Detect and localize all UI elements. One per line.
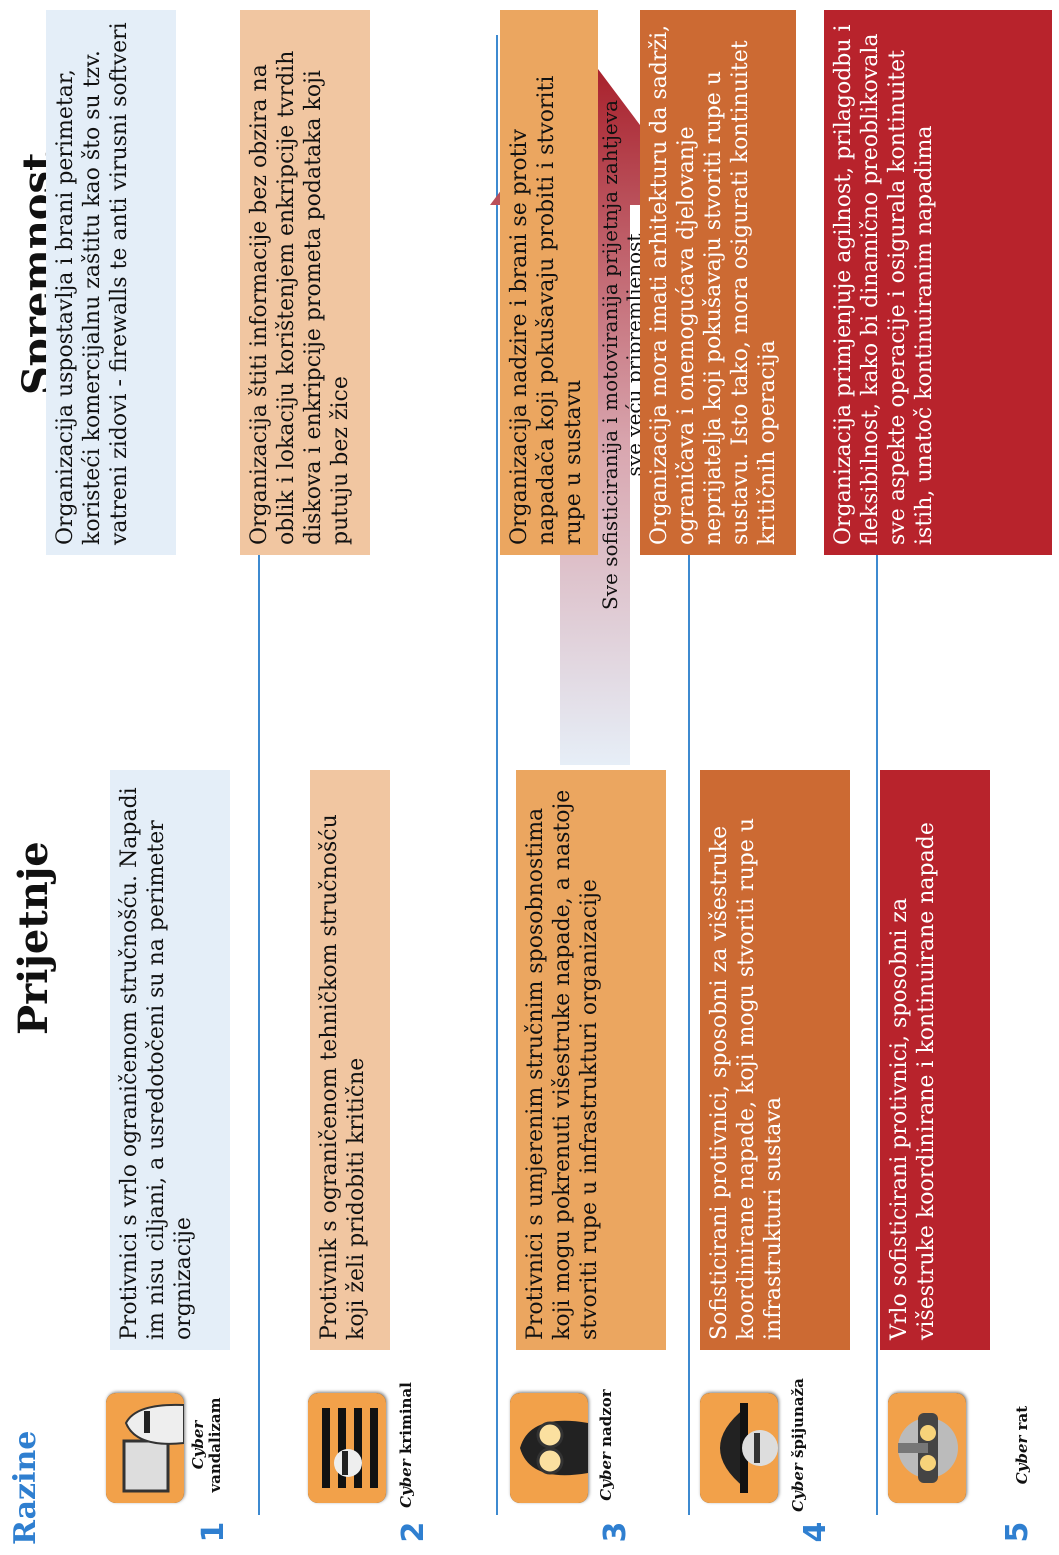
threat-level-3: Protivnici s umjerenim stručnim sposobno… bbox=[516, 770, 666, 1350]
preparedness-level-1: Organizacija uspostavlja i brani perimet… bbox=[46, 10, 176, 555]
level-1-number: 1 bbox=[196, 1521, 231, 1543]
level-5-label: Cyber rat bbox=[1013, 1405, 1031, 1485]
threat-level-2: Protivnik s ograničenom tehničkom stručn… bbox=[310, 770, 390, 1350]
cyber-vandalism-icon bbox=[106, 1393, 184, 1503]
cyber-crime-icon bbox=[308, 1393, 386, 1503]
level-5-number: 5 bbox=[1000, 1521, 1035, 1543]
preparedness-level-5: Organizacija primjenjuje agilnost, prila… bbox=[824, 10, 1052, 555]
cyber-war-icon bbox=[888, 1393, 966, 1503]
preparedness-level-2: Organizacija štiti informacije bez obzir… bbox=[240, 10, 370, 555]
preparedness-level-4: Organizacija mora imati arhitekturu da s… bbox=[640, 10, 796, 555]
threat-level-4: Sofisticirani protivnici, sposobni za vi… bbox=[700, 770, 850, 1350]
level-4-number: 4 bbox=[798, 1521, 833, 1543]
threat-level-5: Vrlo sofisticirani protivnici, sposobni … bbox=[880, 770, 990, 1350]
level-3-label: Cyber nadzor bbox=[597, 1389, 615, 1501]
levels-header: Razine bbox=[8, 1430, 43, 1545]
preparedness-level-3: Organizacija nadzire i brani se protiv n… bbox=[500, 10, 598, 555]
arrow-caption: Sve sofisticiranija i motoviranija prije… bbox=[598, 100, 646, 610]
level-2-number: 2 bbox=[396, 1521, 431, 1543]
level-2-label: Cyber kriminal bbox=[397, 1382, 415, 1508]
threat-level-1: Protivnici s vrlo ograničenom stručnošću… bbox=[110, 770, 230, 1350]
level-3-number: 3 bbox=[598, 1521, 633, 1543]
cyber-espionage-icon bbox=[700, 1393, 778, 1503]
cyber-surveillance-icon bbox=[510, 1393, 588, 1503]
level-4-label: Cyber špijunaža bbox=[789, 1378, 807, 1512]
threats-header: Prijetnje bbox=[10, 841, 57, 1035]
